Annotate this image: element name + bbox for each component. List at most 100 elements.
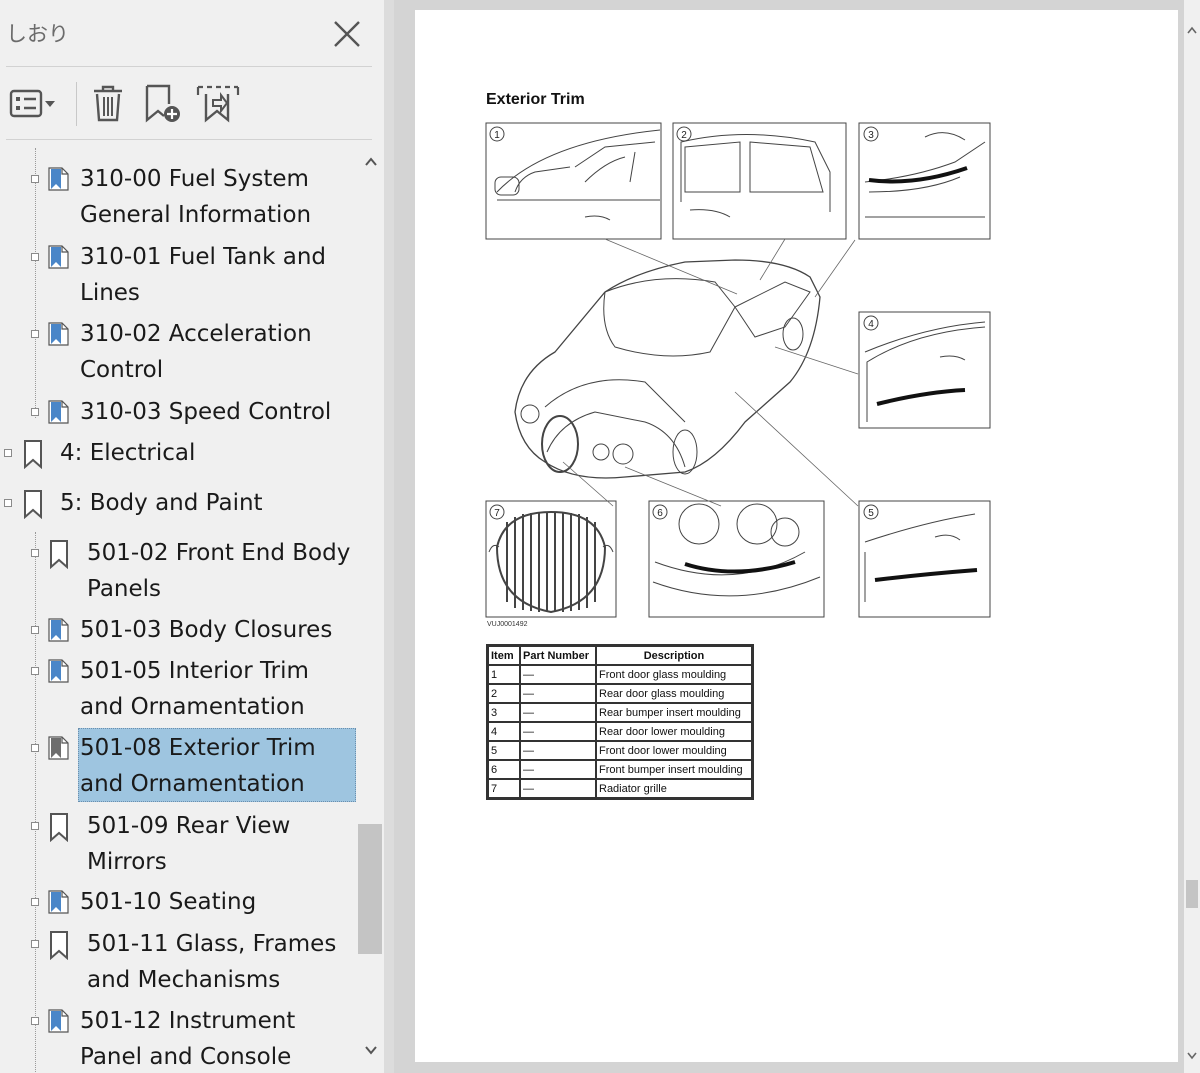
expand-toggle-icon[interactable] bbox=[31, 822, 39, 830]
cell-part-number: — bbox=[520, 760, 596, 779]
detail-panel-5 bbox=[858, 500, 991, 618]
bookmark-label-line: Control bbox=[80, 357, 164, 383]
expand-toggle-icon[interactable] bbox=[31, 744, 39, 752]
tree-guide-line bbox=[35, 148, 36, 418]
bookmark-label-line: and Ornamentation bbox=[80, 694, 305, 720]
table-row: 2—Rear door glass moulding bbox=[488, 684, 752, 703]
expand-toggle-icon[interactable] bbox=[31, 330, 39, 338]
exterior-trim-illustration: 1 2 3 4 5 6 7 bbox=[485, 122, 991, 618]
bookmarks-toolbar bbox=[0, 72, 384, 136]
cell-part-number: — bbox=[520, 665, 596, 684]
document-scrollbar[interactable] bbox=[1184, 0, 1200, 1073]
bookmark-label-line: 501-03 Body Closures bbox=[80, 617, 333, 643]
cell-description: Rear door lower moulding bbox=[596, 722, 752, 741]
bookmark-label-line: 501-12 Instrument bbox=[80, 1008, 296, 1034]
bookmark-label-line: General Information bbox=[80, 202, 312, 228]
panel-splitter[interactable] bbox=[384, 0, 394, 1073]
detail-panel-7 bbox=[485, 500, 617, 618]
expand-toggle-icon[interactable] bbox=[31, 549, 39, 557]
expand-toggle-icon[interactable] bbox=[31, 626, 39, 634]
bookmark-label-line: 501-10 Seating bbox=[80, 889, 257, 915]
expand-toggle-icon[interactable] bbox=[31, 667, 39, 675]
page-bookmark-icon bbox=[46, 165, 72, 197]
callout-4: 4 bbox=[868, 319, 874, 330]
expand-toggle-icon[interactable] bbox=[31, 408, 39, 416]
bookmark-scrollbar[interactable] bbox=[358, 140, 384, 1073]
bookmark-item[interactable]: 501-03 Body Closures bbox=[0, 612, 358, 648]
bookmark-label-line: 4: Electrical bbox=[60, 440, 196, 466]
scroll-down-icon[interactable] bbox=[362, 1042, 380, 1058]
table-row: 3—Rear bumper insert moulding bbox=[488, 703, 752, 722]
bookmark-icon bbox=[48, 539, 70, 573]
bookmark-from-selection-icon[interactable] bbox=[194, 82, 240, 124]
detail-panel-3 bbox=[858, 122, 991, 240]
column-header-item: Item bbox=[488, 646, 520, 665]
close-icon[interactable] bbox=[330, 18, 364, 50]
cell-description: Rear bumper insert moulding bbox=[596, 703, 752, 722]
bookmark-item[interactable]: 501-10 Seating bbox=[0, 884, 358, 920]
figure-code: VUJ0001492 bbox=[487, 621, 528, 628]
bookmark-label-line: and Mechanisms bbox=[87, 967, 281, 993]
page-heading: Exterior Trim bbox=[486, 91, 585, 108]
expand-toggle-icon[interactable] bbox=[31, 175, 39, 183]
new-bookmark-icon[interactable] bbox=[140, 82, 184, 124]
scroll-up-icon[interactable] bbox=[362, 154, 380, 170]
scroll-thumb[interactable] bbox=[358, 824, 382, 954]
bookmark-label: 4: Electrical bbox=[60, 435, 195, 471]
bookmark-icon bbox=[22, 489, 44, 523]
bookmark-item[interactable]: 5: Body and Paint bbox=[0, 485, 358, 521]
bookmark-item[interactable]: 4: Electrical bbox=[0, 435, 358, 471]
bookmark-item[interactable]: 310-03 Speed Control bbox=[0, 394, 358, 430]
page-bookmark-icon bbox=[46, 1007, 72, 1039]
bookmark-label-line: Panel and Console bbox=[80, 1044, 292, 1070]
expand-toggle-icon[interactable] bbox=[31, 940, 39, 948]
options-menu-icon[interactable] bbox=[8, 82, 62, 124]
expand-toggle-icon[interactable] bbox=[31, 1017, 39, 1025]
page-bookmark-icon bbox=[46, 657, 72, 689]
expand-toggle-icon[interactable] bbox=[4, 499, 12, 507]
table-row: 7—Radiator grille bbox=[488, 779, 752, 798]
table-row: 6—Front bumper insert moulding bbox=[488, 760, 752, 779]
expand-toggle-icon[interactable] bbox=[31, 898, 39, 906]
cell-description: Front bumper insert moulding bbox=[596, 760, 752, 779]
page-bookmark-icon bbox=[46, 398, 72, 430]
pdf-page: Exterior Trim bbox=[415, 10, 1178, 1062]
scroll-thumb[interactable] bbox=[1186, 880, 1198, 908]
expand-toggle-icon[interactable] bbox=[4, 449, 12, 457]
bookmark-label: 501-03 Body Closures bbox=[80, 612, 332, 648]
bookmark-label-line: 310-02 Acceleration bbox=[80, 321, 312, 347]
cell-part-number: — bbox=[520, 703, 596, 722]
delete-bookmark-icon[interactable] bbox=[88, 82, 128, 124]
selection-highlight bbox=[78, 728, 356, 802]
scroll-down-icon[interactable] bbox=[1186, 1046, 1198, 1060]
expand-toggle-icon[interactable] bbox=[31, 253, 39, 261]
cell-description: Radiator grille bbox=[596, 779, 752, 798]
bookmark-label: 501-10 Seating bbox=[80, 884, 256, 920]
panel-divider bbox=[6, 66, 372, 67]
page-bookmark-icon bbox=[46, 243, 72, 275]
page-bookmark-icon bbox=[46, 888, 72, 920]
cell-item: 4 bbox=[488, 722, 520, 741]
table-header-row: Item Part Number Description bbox=[488, 646, 752, 665]
bookmark-label: 5: Body and Paint bbox=[60, 485, 263, 521]
bookmark-label-line: 501-02 Front End Body bbox=[87, 540, 351, 566]
panel-title: しおり bbox=[6, 22, 69, 46]
table-row: 1—Front door glass moulding bbox=[488, 665, 752, 684]
cell-item: 5 bbox=[488, 741, 520, 760]
scroll-up-icon[interactable] bbox=[1186, 22, 1198, 34]
column-header-description: Description bbox=[596, 646, 752, 665]
